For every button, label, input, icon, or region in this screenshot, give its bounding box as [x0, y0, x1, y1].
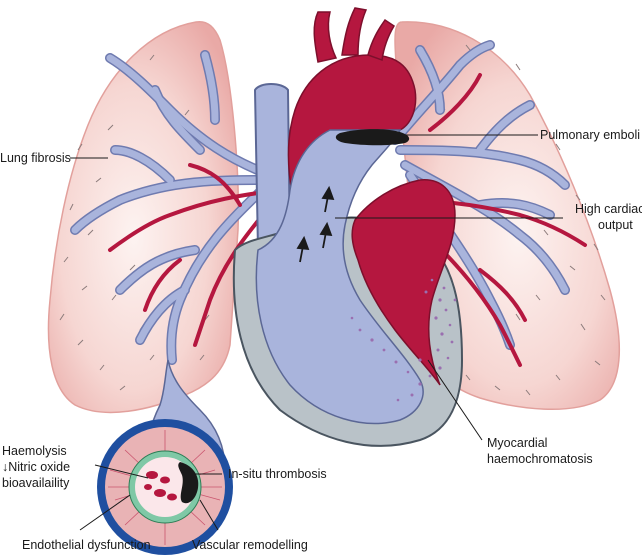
myocardial-iron-deposits	[350, 278, 457, 402]
label-vascular-remodelling: Vascular remodelling	[192, 538, 308, 552]
left-lung	[47, 20, 240, 414]
blood-flow-arrows	[296, 185, 335, 263]
left-pulmonary-arteries	[70, 50, 275, 365]
label-pulmonary-emboli: Pulmonary emboli	[540, 128, 640, 142]
label-high-cardiac-output-2: output	[598, 218, 633, 232]
label-myocardial-2: haemochromatosis	[487, 452, 593, 466]
right-heart-chambers	[255, 129, 424, 425]
label-endothelial-dysfunction: Endothelial dysfunction	[22, 538, 151, 552]
left-pulmonary-veins	[108, 163, 282, 347]
label-in-situ-thrombosis: In-situ thrombosis	[228, 467, 327, 481]
leader-lines	[70, 134, 563, 531]
label-haemolysis-1: Haemolysis	[2, 444, 67, 458]
in-situ-thrombus	[178, 462, 199, 504]
label-haemolysis-3: bioavailaility	[2, 476, 70, 490]
aortic-branches	[313, 7, 396, 63]
label-haemolysis-2: ↓Nitric oxide	[2, 460, 70, 474]
pulmonary-embolus	[335, 129, 410, 146]
label-high-cardiac-output-1: High cardiac	[575, 202, 642, 216]
label-lung-fibrosis: Lung fibrosis	[0, 151, 71, 165]
label-myocardial-1: Myocardial	[487, 436, 547, 450]
left-heart-chambers	[351, 179, 456, 386]
vessel-cross-section	[97, 419, 233, 555]
red-blood-cells	[144, 471, 177, 501]
